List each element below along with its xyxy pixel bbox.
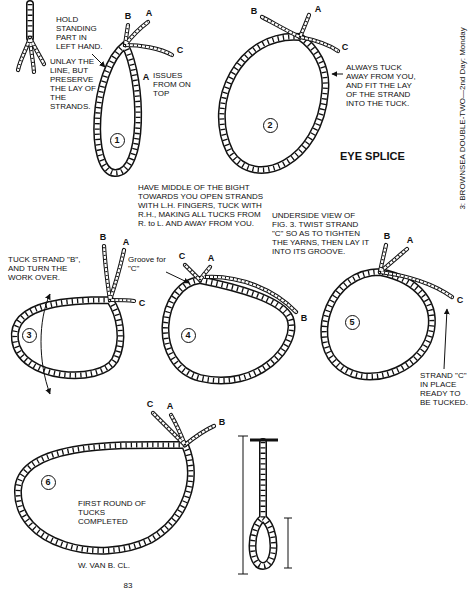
leader-arrow xyxy=(166,272,189,283)
figure-number: 4 xyxy=(185,331,190,340)
strand-letter: C xyxy=(457,295,464,305)
dimension-line xyxy=(284,518,292,568)
strand-letter: B xyxy=(100,232,107,242)
strand-twist xyxy=(18,15,452,445)
leader-arrow xyxy=(444,309,447,369)
figure-number-circle: 1 xyxy=(110,133,125,148)
figure-number: 6 xyxy=(45,478,50,487)
page-number: 83 xyxy=(124,582,133,591)
turn-arrow xyxy=(41,294,50,394)
figure-number: 2 xyxy=(267,121,272,130)
rope-outline xyxy=(15,4,432,566)
figure-number-circle: 4 xyxy=(181,328,196,343)
strand-letter: B xyxy=(251,6,258,16)
figure-number-circle: 5 xyxy=(345,315,360,330)
strand-outline xyxy=(18,15,452,445)
rope-fill xyxy=(15,4,432,566)
artist-signature: W. VAN B. CL. xyxy=(78,562,130,571)
diagram-title: EYE SPLICE xyxy=(340,150,405,162)
strand-letter: B xyxy=(384,231,391,241)
instruction-note: TUCK STRAND "B", AND TURN THE WORK OVER. xyxy=(8,256,86,283)
strand-letter: A xyxy=(143,72,150,82)
figure-number-circle: 3 xyxy=(22,328,37,343)
strand-letter: C xyxy=(139,298,146,308)
strand-letter: C xyxy=(179,251,186,261)
strand-letter: B xyxy=(125,11,132,21)
instruction-note: HOLD STANDING PART IN LEFT HAND. xyxy=(56,16,108,52)
strand-letter: C xyxy=(177,45,184,55)
strand-letter: A xyxy=(315,4,322,14)
instruction-note: UNLAY THE LINE, BUT PRESERVE THE LAY OF … xyxy=(50,58,96,112)
figure-number-circle: 6 xyxy=(41,475,56,490)
strand-fill xyxy=(18,15,452,445)
strand-letter: A xyxy=(123,237,130,247)
callout-note: Groove for "C" xyxy=(128,256,170,274)
figure-number: 3 xyxy=(26,331,31,340)
page-header: 3: BROWNSEA DOUBLE-TWO—2nd Day: Monday xyxy=(459,3,468,233)
strand-letter: C xyxy=(147,399,154,409)
figure-number: 1 xyxy=(114,136,119,145)
strand-letter: A xyxy=(407,235,414,245)
instruction-note: UNDERSIDE VIEW OF FIG. 3. TWIST STRAND "… xyxy=(272,212,372,257)
instruction-note: HAVE MIDDLE OF THE BIGHT TOWARDS YOU OPE… xyxy=(138,184,266,229)
dimension-line xyxy=(238,436,248,574)
strand-letter: C xyxy=(342,42,349,52)
strand-letter: A xyxy=(208,253,215,263)
instruction-note: ALWAYS TUCK AWAY FROM YOU, AND FIT THE L… xyxy=(346,64,424,109)
figure-number: 5 xyxy=(349,318,354,327)
toggle-bar xyxy=(250,439,278,442)
strand-letter: A xyxy=(167,401,174,411)
instruction-note: FIRST ROUND OF TUCKS COMPLETED xyxy=(78,500,150,527)
rope-twist xyxy=(15,4,432,566)
strand-letter: B xyxy=(301,313,308,323)
instruction-note: ISSUES FROM ON TOP xyxy=(153,72,197,99)
strand-letter: A xyxy=(146,8,153,18)
leader-arrow xyxy=(332,74,343,75)
strand-letter: B xyxy=(219,417,226,427)
instruction-note: STRAND "C" IN PLACE READY TO BE TUCKED. xyxy=(420,372,472,408)
figure-number-circle: 2 xyxy=(263,118,278,133)
